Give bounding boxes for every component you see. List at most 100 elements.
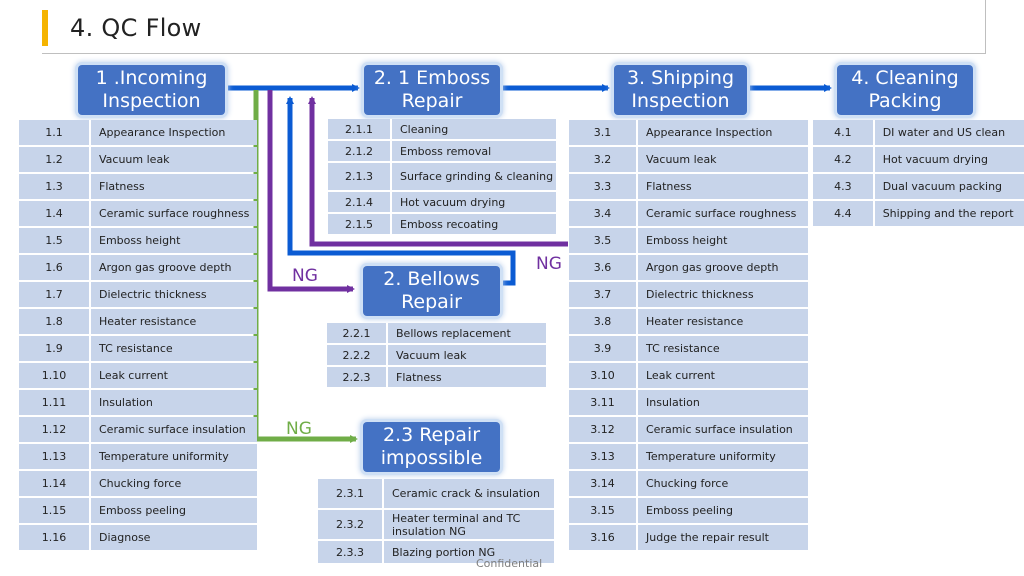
step-number: 1.14 — [19, 471, 91, 496]
step-number: 3.14 — [569, 471, 638, 496]
step-number: 3.11 — [569, 390, 638, 415]
step-label: Emboss peeling — [91, 498, 257, 523]
repair-impossible-box: 2.3 Repair impossible — [363, 422, 500, 472]
step-label: Flatness — [388, 367, 546, 387]
step-label: Temperature uniformity — [638, 444, 808, 469]
arrow-bellows-return — [286, 96, 516, 286]
ng-label-repair-impossible: NG — [286, 419, 312, 439]
step-label: Dual vacuum packing — [874, 174, 1024, 199]
step-number: 2.3.1 — [318, 479, 384, 508]
step-label: Insulation — [91, 390, 257, 415]
step-number: 1.12 — [19, 417, 91, 442]
step-number: 2.1.2 — [328, 141, 392, 161]
step-label: Leak current — [638, 363, 808, 388]
title-bar — [42, 0, 986, 54]
cleaning-packing-box: 4. Cleaning Packing — [837, 65, 973, 115]
shipping-inspection-box: 3. Shipping Inspection — [614, 65, 747, 115]
step-number: 4.1 — [813, 120, 875, 145]
step-number: 1.15 — [19, 498, 91, 523]
step-label: Flatness — [91, 174, 257, 199]
step-number: 4.3 — [813, 174, 875, 199]
step-label: Dielectric thickness — [638, 282, 808, 307]
step-number: 2.3.3 — [318, 541, 384, 563]
bellows-repair-box: 2. Bellows Repair — [363, 266, 500, 316]
step-label: Hot vacuum drying — [874, 147, 1024, 172]
step-label: Appearance Inspection — [638, 120, 808, 145]
step-label: Blazing portion NG — [384, 541, 554, 563]
step-label: TC resistance — [638, 336, 808, 361]
impossible-box-line1: 2.3 Repair — [382, 424, 481, 446]
step-number: 3.1 — [569, 120, 638, 145]
step-number: 4.4 — [813, 201, 875, 226]
step-label: Cleaning — [392, 119, 556, 139]
step-label: Leak current — [91, 363, 257, 388]
page-title: 4. QC Flow — [70, 14, 202, 42]
step-label: Ceramic surface insulation — [638, 417, 808, 442]
step-label: Ceramic surface insulation — [91, 417, 257, 442]
step-number: 2.1.3 — [328, 163, 392, 190]
step-number: 3.13 — [569, 444, 638, 469]
step-number: 3.16 — [569, 525, 638, 550]
step-number: 2.1.4 — [328, 192, 392, 212]
step-number: 1.2 — [19, 147, 91, 172]
step-label: Ceramic surface roughness — [638, 201, 808, 226]
step-label: Insulation — [638, 390, 808, 415]
step-number: 3.7 — [569, 282, 638, 307]
step-label: Heater terminal and TC insulation NG — [384, 510, 554, 539]
arrow-shipping-ng-return — [308, 96, 568, 247]
step-number: 2.2.1 — [327, 323, 388, 343]
step-number: 2.1.1 — [328, 119, 392, 139]
step-number: 3.8 — [569, 309, 638, 334]
step-label: Vacuum leak — [91, 147, 257, 172]
step-label: Surface grinding & cleaning — [392, 163, 556, 190]
emboss-repair-box: 2. 1 Emboss Repair — [364, 65, 500, 115]
step-label: Heater resistance — [91, 309, 257, 334]
step-label: Diagnose — [91, 525, 257, 550]
step-number: 2.2.3 — [327, 367, 388, 387]
step-number: 1.3 — [19, 174, 91, 199]
step-label: Emboss peeling — [638, 498, 808, 523]
step-number: 1.13 — [19, 444, 91, 469]
step-number: 3.15 — [569, 498, 638, 523]
step-label: Vacuum leak — [638, 147, 808, 172]
step-label: Bellows replacement — [388, 323, 546, 343]
step-label: Dielectric thickness — [91, 282, 257, 307]
step-label: Shipping and the report — [874, 201, 1024, 226]
step-number: 1.7 — [19, 282, 91, 307]
step-number: 3.4 — [569, 201, 638, 226]
step-label: Temperature uniformity — [91, 444, 257, 469]
step-number: 3.9 — [569, 336, 638, 361]
step-number: 1.16 — [19, 525, 91, 550]
cleaning-box-line1: 4. Cleaning — [851, 67, 959, 89]
confidential-footer: Confidential — [476, 557, 543, 570]
shipping-box-line2: Inspection — [631, 90, 730, 112]
